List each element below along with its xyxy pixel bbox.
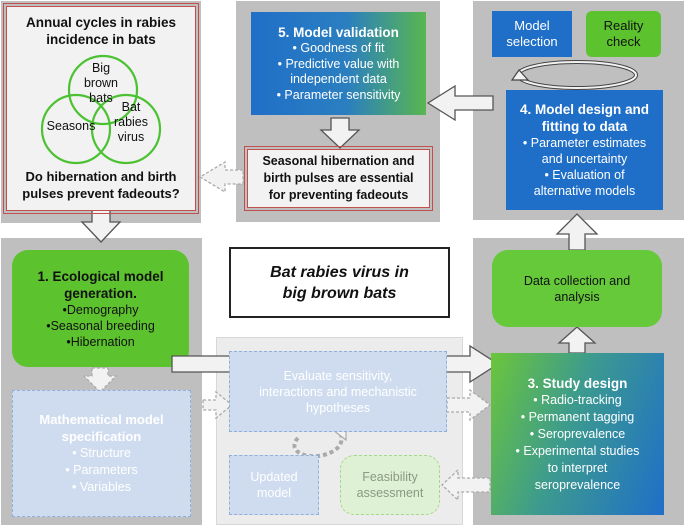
model-selection-box: Model selection	[492, 11, 572, 57]
arrow-up-data-to-design	[555, 213, 599, 251]
venn-circle-virus	[90, 93, 162, 165]
arrow-dotted-evaluate-to-study	[446, 388, 492, 422]
arrow-down-validation-to-conclusion	[319, 117, 361, 149]
arrow-dotted-conclusion-to-question	[198, 160, 244, 194]
math-model-box: Mathematical model specification • Struc…	[12, 390, 191, 517]
venn-circle-seasons	[40, 93, 112, 165]
ecological-model-box: 1. Ecological model generation. •Demogra…	[12, 250, 189, 367]
seasonal-conclusion-box: Seasonal hibernation and birth pulses ar…	[244, 146, 433, 211]
arrow-up-study-to-data	[557, 326, 597, 354]
fadeout-question: Do hibernation and birth pulses prevent …	[22, 169, 180, 201]
venn-label-bats: Big brown bats	[83, 61, 119, 105]
cycle-arrowhead-icon	[510, 69, 530, 81]
evaluate-sensitivity-box: Evaluate sensitivity, interactions and m…	[229, 351, 447, 432]
arrow-dotted-ecological-to-math	[82, 367, 118, 393]
data-collection-box: Data collection and analysis	[492, 250, 662, 327]
center-title-box: Bat rabies virus in big brown bats	[229, 247, 450, 318]
arrow-dotted-math-to-evaluate	[202, 390, 234, 420]
study-design-box: 3. Study design • Radio-tracking • Perma…	[491, 353, 664, 515]
updated-model-box: Updated model	[229, 455, 319, 515]
annual-cycles-box	[3, 3, 199, 214]
model-validation-title: 5. Model validation	[278, 25, 399, 40]
model-validation-box: 5. Model validation • Goodness of fit • …	[251, 12, 426, 115]
reality-check-box: Reality check	[586, 11, 661, 57]
venn-label-virus: Bat rabies virus	[113, 100, 149, 144]
annual-cycles-title: Annual cycles in rabies incidence in bat…	[25, 15, 177, 47]
feasibility-box: Feasibility assessment	[340, 455, 440, 515]
arrow-dotted-study-to-feasibility	[441, 468, 491, 502]
venn-circle-bats	[67, 54, 139, 126]
venn-label-seasons: Seasons	[46, 119, 96, 133]
arrow-left-design-to-validation	[426, 84, 494, 122]
model-design-box: 4. Model design and fitting to data • Pa…	[506, 90, 663, 210]
